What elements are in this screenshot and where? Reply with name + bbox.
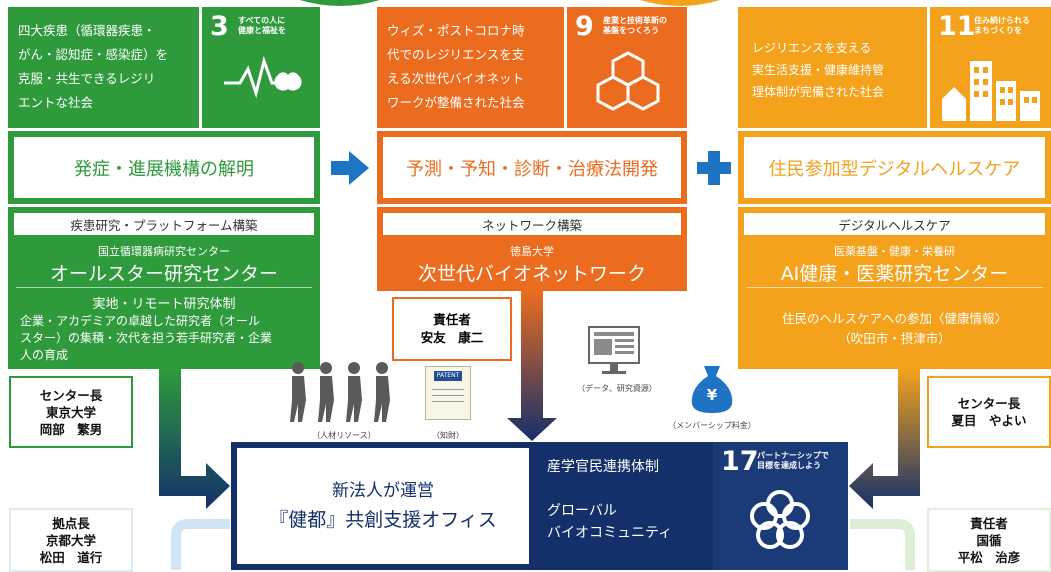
- right-mechanism-label: 住民参加型デジタルヘルスケア: [744, 137, 1045, 198]
- center-left-box: センター長東京大学岡部 繁男: [9, 376, 133, 448]
- people-walking-icon: [290, 362, 390, 422]
- office-line1: 新法人が運営: [332, 481, 434, 501]
- sdg-3-tile: 3 すべての人に健康と福祉を: [202, 7, 320, 128]
- arrow-right-icon: [331, 151, 369, 185]
- sdg-11-tile: 11 住み続けられるまちづくりを: [930, 7, 1051, 128]
- middle-vision-text: ウィズ・ポストコロナ時代でのレジリエンスを支 える次世代バイオネットワークが整備…: [387, 23, 525, 110]
- sdg-17-tile: 17 パートナーシップで目標を達成しよう: [713, 442, 848, 570]
- patent-document-icon: PATENT: [425, 366, 471, 420]
- heartbeat-icon: [224, 55, 302, 99]
- right-mechanism-frame: 住民参加型デジタルヘルスケア: [738, 131, 1051, 204]
- middle-vision-box: ウィズ・ポストコロナ時代でのレジリエンスを支 える次世代バイオネットワークが整備…: [377, 7, 564, 128]
- office-name-panel: 新法人が運営 『健都』共創支援オフィス: [237, 448, 529, 564]
- left-vision-text: 四大疾患（循環器疾患・がん・認知症・感染症）を 克服・共生できるレジリエントな社…: [18, 23, 169, 110]
- cubes-icon: [596, 51, 660, 111]
- office-collab: 産学官民連携体制: [547, 459, 659, 475]
- plus-icon: [697, 151, 731, 185]
- center-right-box: センター長夏目 やよい: [927, 376, 1051, 448]
- left-system-body: 企業・アカデミアの卓越した研究者（オールスター）の集積・次代を担う若手研究者・企…: [20, 314, 273, 362]
- partnership-rings-icon: [750, 490, 810, 549]
- right-subhead: デジタルヘルスケア: [744, 213, 1045, 235]
- left-org-big: オールスター研究センター: [49, 263, 278, 285]
- left-subhead: 疾患研究・プラットフォーム構築: [14, 213, 314, 235]
- top-arc-decoration: [300, 0, 720, 6]
- left-mechanism-frame: 発症・進展機構の解明: [8, 131, 320, 204]
- leader-right-box: 責任者国循平松 治彦: [927, 508, 1051, 572]
- right-divider: [746, 287, 1043, 288]
- left-vision-box: 四大疾患（循環器疾患・がん・認知症・感染症）を 克服・共生できるレジリエントな社…: [8, 7, 199, 128]
- middle-mechanism-label: 予測・予知・診断・治療法開発: [383, 137, 681, 198]
- sdg-9-tile: 9 産業と技術革新の基盤をつくろう: [567, 7, 687, 128]
- base-left-box: 拠点長京都大学松田 道行: [9, 508, 133, 572]
- money-bag-icon: [691, 366, 733, 413]
- yen-symbol: ¥: [706, 386, 718, 404]
- city-buildings-icon: [942, 61, 1040, 121]
- right-org-big: AI健康・医薬研究センター: [780, 263, 1009, 285]
- right-vision-text: レジリエンスを支える実生活支援・健康維持管理体制が完備された社会: [752, 41, 885, 99]
- left-org-box: 疾患研究・プラットフォーム構築 国立循環器病研究センター オールスター研究センタ…: [8, 207, 320, 369]
- office-global: グローバルバイオコミュニティ: [547, 503, 673, 541]
- left-system-title: 実地・リモート研究体制: [92, 297, 236, 312]
- patent-badge: PATENT: [434, 371, 462, 381]
- data-caption: （データ、研究資源）: [577, 384, 657, 393]
- human-resources-caption: （人材リソース）: [312, 431, 376, 440]
- middle-org-small: 徳島大学: [510, 245, 554, 258]
- ip-caption: （知財）: [432, 431, 464, 440]
- middle-subhead: ネットワーク構築: [383, 213, 681, 235]
- monitor-data-icon: [588, 326, 640, 374]
- left-divider: [16, 287, 312, 288]
- right-org-box: デジタルヘルスケア 医薬基盤・健康・栄養研 AI健康・医薬研究センター 住民のヘ…: [738, 207, 1051, 369]
- leader-center-box: 責任者安友 康二: [392, 297, 512, 361]
- membership-caption: （メンバーシップ料金）: [668, 421, 756, 430]
- middle-mechanism-frame: 予測・予知・診断・治療法開発: [377, 131, 687, 204]
- middle-org-big: 次世代バイオネットワーク: [417, 263, 646, 285]
- middle-org-box: ネットワーク構築 徳島大学 次世代バイオネットワーク: [377, 207, 687, 291]
- office-line2: 『健都』共創支援オフィス: [269, 509, 497, 531]
- office-box: 新法人が運営 『健都』共創支援オフィス 産学官民連携体制 グローバルバイオコミュ…: [231, 442, 848, 570]
- right-system-body: 住民のヘルスケアへの参加〈健康情報〉（吹田市・摂津市）: [781, 311, 1007, 346]
- right-vision-box: レジリエンスを支える実生活支援・健康維持管理体制が完備された社会: [738, 7, 927, 128]
- right-org-small: 医薬基盤・健康・栄養研: [834, 245, 955, 258]
- left-org-small: 国立循環器病研究センター: [98, 245, 230, 258]
- left-mechanism-label: 発症・進展機構の解明: [14, 137, 314, 198]
